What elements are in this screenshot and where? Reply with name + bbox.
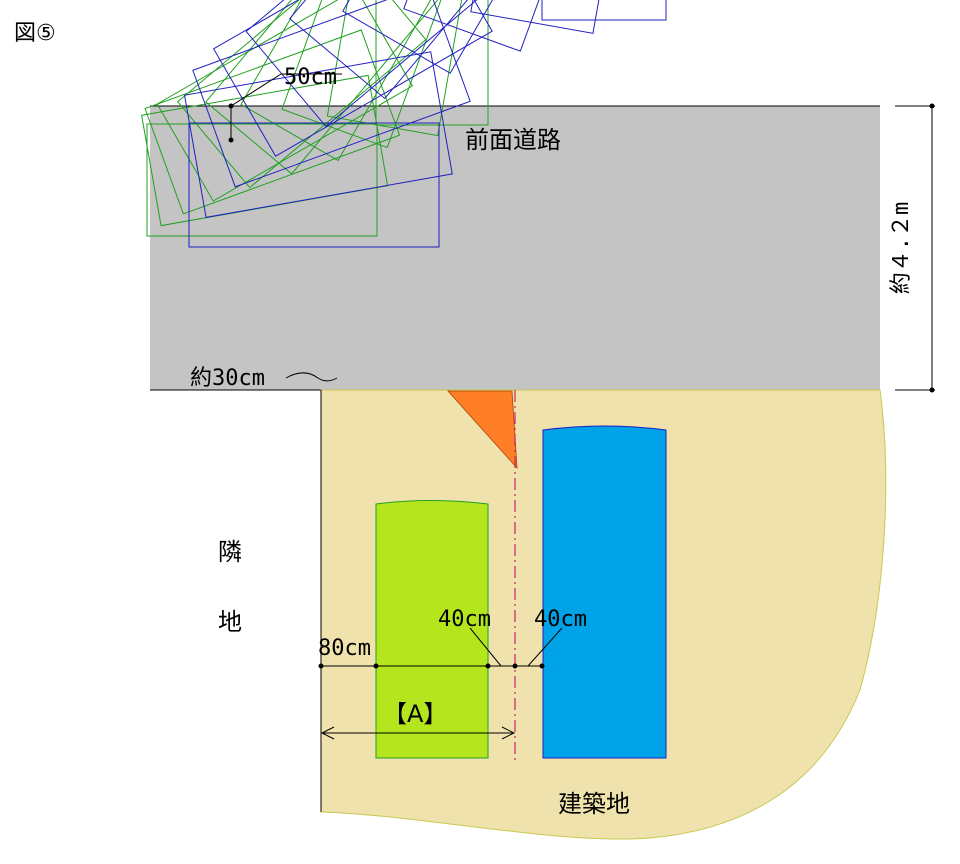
center-gap-right-label: 40cm [534, 607, 587, 632]
blue-footprint-5 [289, 0, 547, 100]
blue-car-track [183, 0, 667, 248]
blue-footprint-4 [245, 0, 519, 128]
span-a-arrow-left [320, 726, 335, 740]
center-gap-right-leader [527, 627, 563, 667]
road-label: 前面道路 [465, 126, 561, 154]
clearance-dot-bottom [228, 137, 234, 143]
green-parked-car [375, 500, 489, 759]
blue-footprint-8 [470, 0, 637, 34]
span-a-arrow-right [501, 726, 516, 740]
center-gap-left-label: 40cm [438, 607, 491, 632]
blue-footprint-9 [541, 0, 667, 21]
green-footprint-0 [146, 123, 378, 237]
blue-footprint-3 [212, 0, 493, 157]
green-footprint-2 [144, 29, 401, 215]
gap-dot-3 [485, 663, 491, 669]
site-label: 建築地 [558, 790, 630, 818]
gap-dot-1 [318, 663, 324, 669]
gap-dot-4 [512, 663, 518, 669]
road-width-dot-bottom [929, 387, 935, 393]
blue-footprint-2 [192, 0, 471, 188]
green-footprint-6 [240, 0, 454, 162]
gap-dot-5 [539, 663, 545, 669]
span-a-label: 【A】 [383, 700, 447, 728]
green-footprint-7 [281, 0, 467, 149]
center-gap-left-leader [469, 627, 502, 667]
blue-footprint-7 [403, 0, 607, 52]
green-footprint-4 [177, 0, 427, 189]
clearance-label: 50cm [284, 65, 337, 90]
blue-footprint-0 [188, 122, 440, 248]
road-width-label: 約４.２m [889, 202, 914, 295]
green-footprint-9 [375, 0, 489, 126]
figure-label: 図⑤ [14, 21, 56, 46]
road-width-dot-top [929, 103, 935, 109]
blue-parked-car [542, 425, 667, 759]
curb-offset-label: 約30cm [190, 366, 265, 391]
neighbor-label-2: 地 [218, 608, 242, 636]
road-area [150, 106, 880, 390]
green-footprint-5 [205, 0, 441, 175]
left-gap-label: 80cm [318, 636, 371, 661]
clearance-leader [230, 73, 282, 107]
blue-footprint-6 [342, 0, 576, 74]
neighbor-label-1: 隣 [218, 538, 242, 566]
gap-dot-2 [373, 663, 379, 669]
curb-offset-leader [285, 372, 338, 382]
